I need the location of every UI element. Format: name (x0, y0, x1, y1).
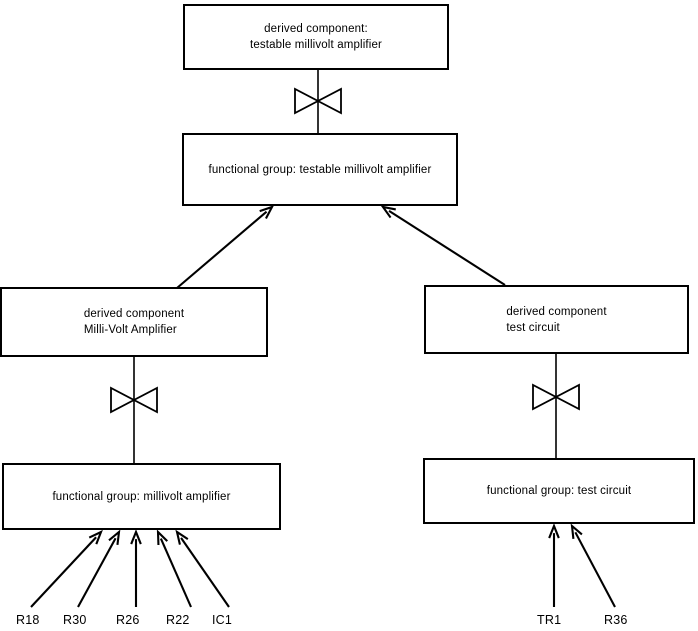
arrow-tr1-to-test-circuit-group (548, 523, 560, 607)
arrow-ic1-to-millivolt-group (175, 529, 230, 608)
arrow-r26-to-millivolt-group (130, 529, 142, 607)
leaf-label-r18: R18 (16, 613, 40, 627)
arrow-test-circuit-to-testable-group (380, 205, 506, 286)
arrow-milli-volt-amplifier-to-testable-group (176, 205, 275, 289)
bowtie-decomposition-marker-top (294, 87, 342, 115)
leaf-label-r30: R30 (63, 613, 87, 627)
functional-group-testable-millivolt-amplifier: functional group: testable millivolt amp… (182, 133, 458, 206)
leaf-label-r22: R22 (166, 613, 190, 627)
arrow-r18-to-millivolt-group (30, 529, 103, 608)
derived-component-milli-volt-amplifier-text: derived component Milli-Volt Amplifier (83, 308, 185, 336)
functional-group-millivolt-amplifier: functional group: millivolt amplifier (2, 463, 281, 530)
functional-group-millivolt-amplifier-text: functional group: millivolt amplifier (52, 490, 231, 503)
derived-component-testable-millivolt-amplifier-text: derived component: testable millivolt am… (249, 23, 383, 51)
arrow-r22-to-millivolt-group (156, 529, 192, 608)
bowtie-decomposition-marker-left (110, 386, 158, 414)
functional-group-test-circuit-text: functional group: test circuit (486, 485, 632, 497)
derived-component-testable-millivolt-amplifier: derived component: testable millivolt am… (183, 4, 449, 70)
leaf-label-ic1: IC1 (212, 613, 233, 627)
derived-component-test-circuit: derived component test circuit (424, 285, 689, 354)
derived-component-milli-volt-amplifier: derived component Milli-Volt Amplifier (0, 287, 268, 357)
leaf-label-r36: R36 (604, 613, 628, 627)
functional-group-testable-millivolt-amplifier-text: functional group: testable millivolt amp… (208, 163, 432, 176)
leaf-label-r26: R26 (116, 613, 140, 627)
arrow-r36-to-test-circuit-group (570, 523, 616, 608)
bowtie-decomposition-marker-right (532, 383, 580, 411)
derived-component-test-circuit-text: derived component test circuit (506, 305, 607, 334)
leaf-label-tr1: TR1 (537, 613, 562, 627)
arrow-r30-to-millivolt-group (77, 529, 121, 608)
functional-group-test-circuit: functional group: test circuit (423, 458, 695, 524)
